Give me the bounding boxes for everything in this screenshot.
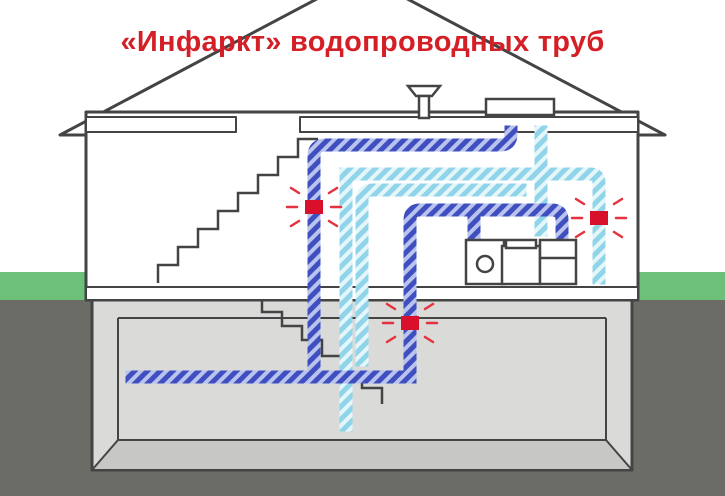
cold-water-pipe-branch	[403, 203, 569, 384]
attic-floor-left	[85, 116, 237, 133]
toilet-icon	[500, 238, 542, 286]
attic-floor-right	[299, 116, 639, 133]
staircase-upper	[156, 137, 318, 283]
cold-water-pipe	[125, 125, 518, 384]
hot-water-pipe	[339, 125, 606, 432]
blockage-marker-icon	[381, 302, 439, 344]
basement-floor	[91, 439, 633, 471]
staircase-lower	[260, 300, 384, 404]
blockage-marker-icon	[570, 197, 628, 239]
diagram-title: «Инфаркт» водопроводных труб	[120, 26, 605, 58]
washing-machine-icon	[464, 238, 506, 286]
blockage-marker-icon	[285, 186, 343, 228]
sink-icon	[405, 84, 443, 120]
wash-basin-icon	[484, 97, 556, 117]
hot-water-pipe-branch	[355, 183, 527, 367]
bathtub-icon	[538, 238, 578, 286]
